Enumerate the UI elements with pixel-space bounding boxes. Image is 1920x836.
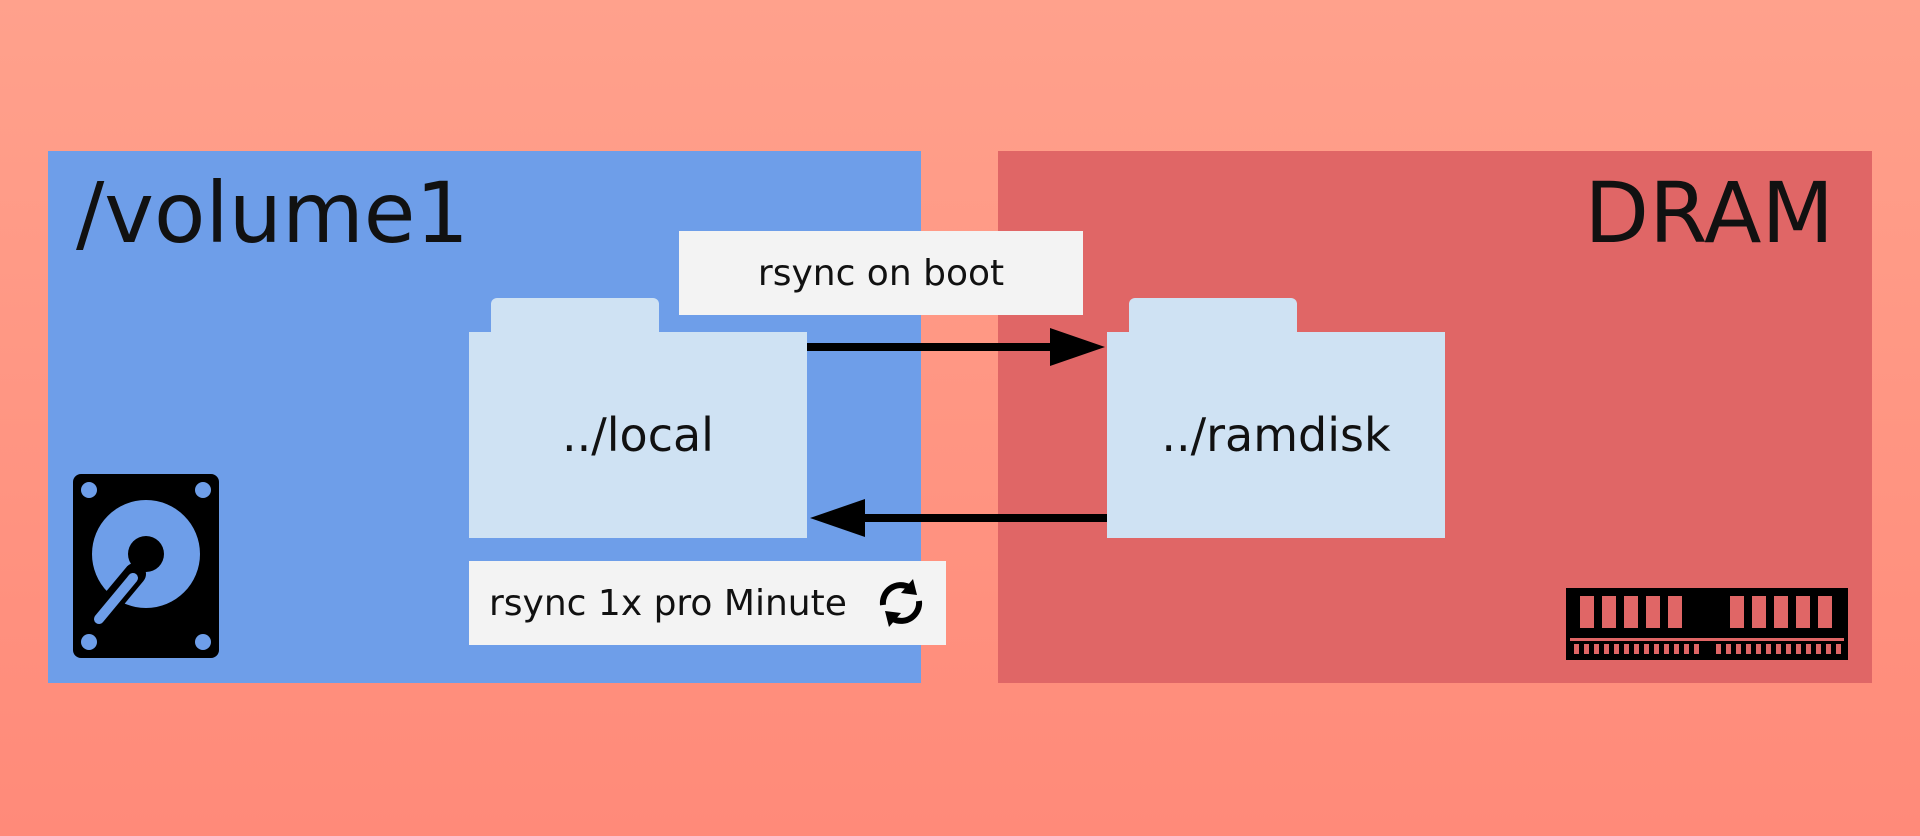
minute-sync-label: rsync 1x pro Minute xyxy=(489,582,847,624)
folder-body: ../ramdisk xyxy=(1107,332,1445,538)
sync-icon xyxy=(869,571,933,635)
boot-sync-label-box: rsync on boot xyxy=(679,231,1083,315)
dram-title: DRAM xyxy=(1584,164,1834,262)
minute-sync-label-box: rsync 1x pro Minute xyxy=(469,561,946,645)
ram-module-icon xyxy=(1566,588,1848,660)
ramdisk-folder-label: ../ramdisk xyxy=(1161,408,1391,462)
hard-drive-icon xyxy=(73,474,219,658)
volume1-title: /volume1 xyxy=(76,164,469,262)
boot-sync-label: rsync on boot xyxy=(757,252,1005,294)
folder-body: ../local xyxy=(469,332,807,538)
folder-tab xyxy=(491,298,659,334)
local-folder-label: ../local xyxy=(562,408,714,462)
folder-tab xyxy=(1129,298,1297,334)
local-folder: ../local xyxy=(469,298,807,538)
ramdisk-folder: ../ramdisk xyxy=(1107,298,1445,538)
